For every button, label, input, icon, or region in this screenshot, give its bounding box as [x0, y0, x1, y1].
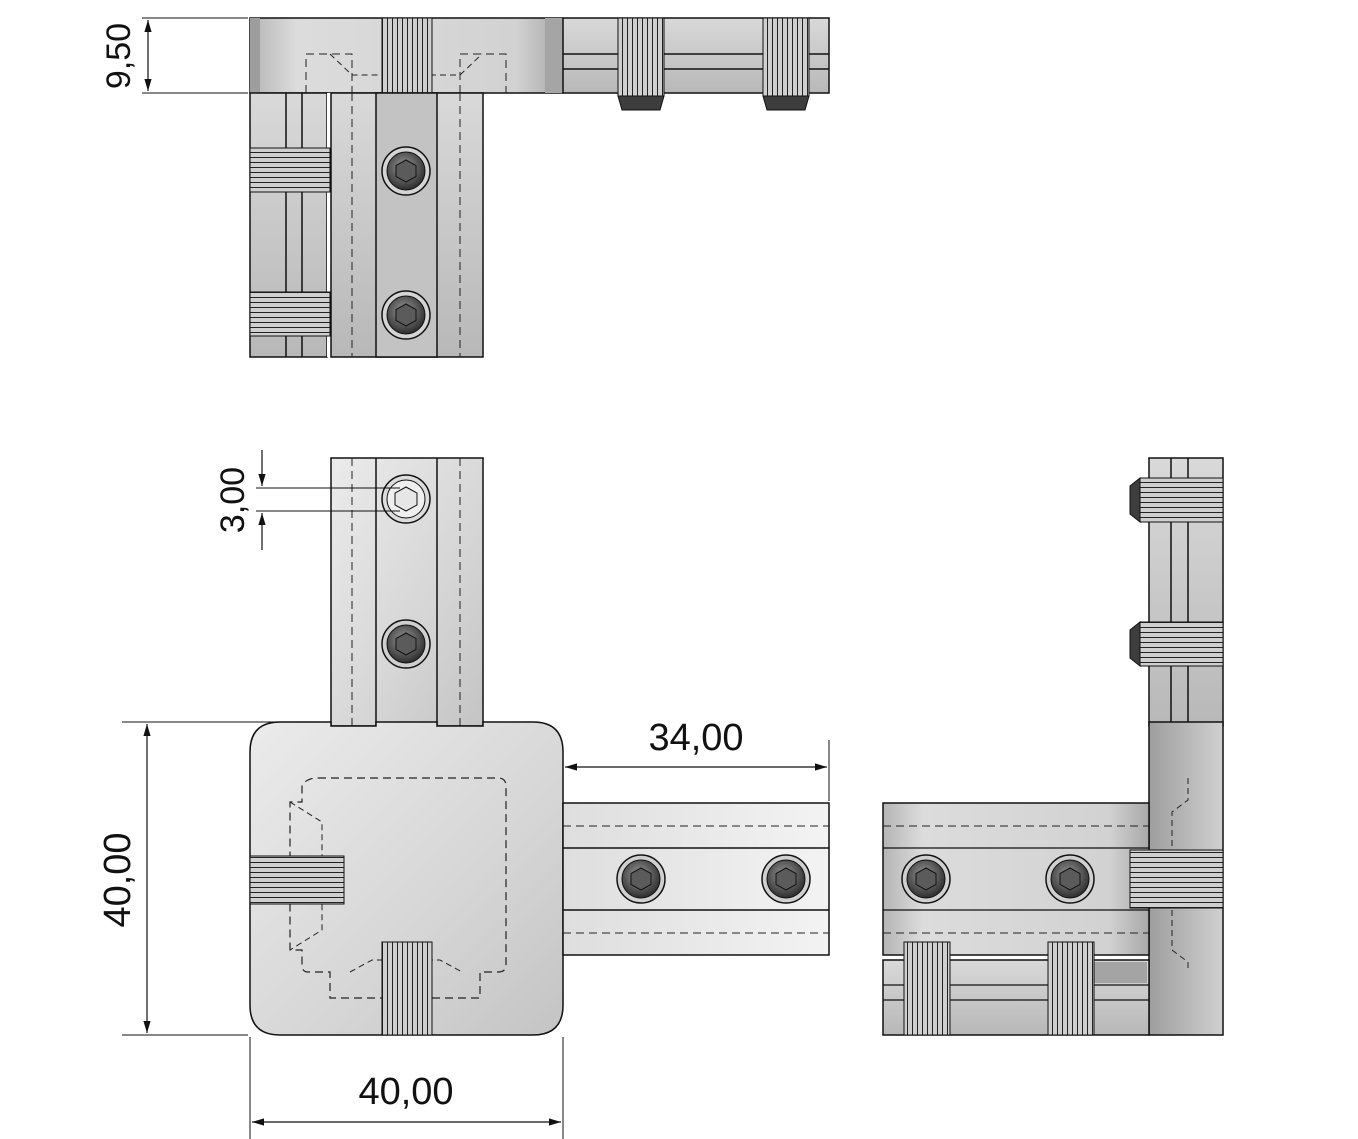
set-screw-top-2 — [762, 17, 810, 111]
dimension-front-width: 40,00 — [249, 1037, 564, 1139]
side-view — [882, 457, 1224, 1036]
label-hole-offset: 3,00 — [214, 467, 252, 533]
top-view — [249, 17, 830, 358]
socket-screw-front-4 — [761, 854, 811, 904]
socket-screw-front-3 — [616, 854, 666, 904]
socket-screw-top-2 — [381, 290, 431, 340]
socket-screw-side-2 — [1045, 854, 1095, 904]
dimension-front-height: 40,00 — [97, 721, 290, 1036]
front-view — [249, 457, 830, 1036]
dimension-top-thickness: 9,50 — [100, 17, 248, 94]
dimension-hole-offset: 3,00 — [214, 450, 400, 550]
socket-screw-side-1 — [901, 854, 951, 904]
label-arm-length: 34,00 — [648, 717, 743, 759]
socket-screw-top-1 — [381, 146, 431, 196]
set-screw-top-1 — [617, 17, 665, 111]
label-front-width: 40,00 — [358, 1071, 453, 1113]
label-front-height: 40,00 — [97, 832, 139, 927]
dimension-arm-length: 34,00 — [565, 717, 830, 801]
socket-screw-front-2 — [381, 619, 431, 669]
socket-screw-front-1 — [381, 474, 431, 524]
label-top-thickness: 9,50 — [100, 23, 138, 89]
